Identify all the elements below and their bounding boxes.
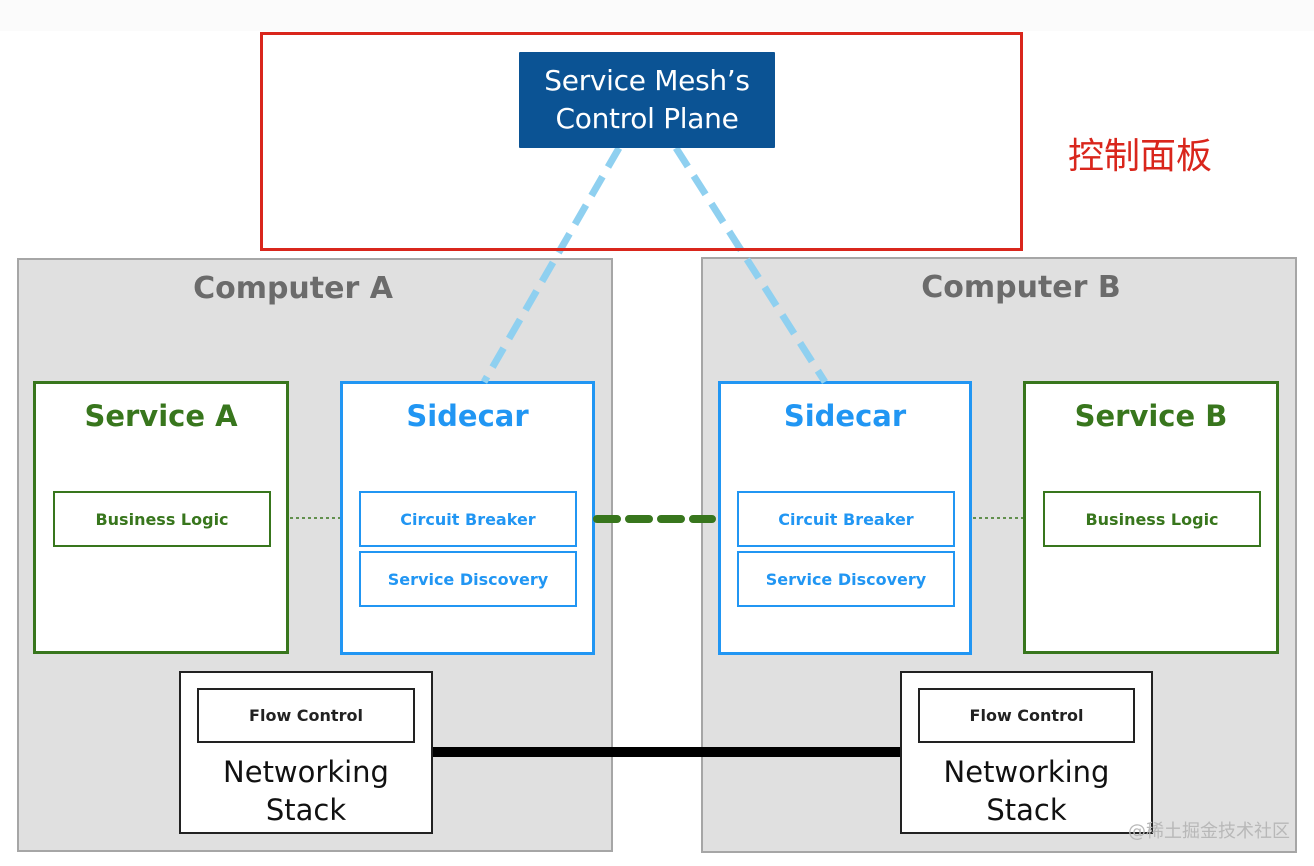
flow-control-b: Flow Control (918, 688, 1135, 743)
networking-stack-a-line1: Networking (223, 755, 389, 789)
circuit-breaker-b: Circuit Breaker (737, 491, 955, 547)
flow-control-a: Flow Control (197, 688, 415, 743)
service-discovery-a: Service Discovery (359, 551, 577, 607)
networking-stack-b-line2: Stack (986, 793, 1067, 827)
watermark: @稀土掘金技术社区 (1128, 821, 1290, 842)
service-discovery-b: Service Discovery (737, 551, 955, 607)
top-band (0, 0, 1314, 31)
networking-stack-a-line2: Stack (265, 793, 347, 827)
control-plane-box: Service Mesh’s Control Plane (519, 52, 775, 148)
service-b-title: Service B (1074, 399, 1228, 433)
networking-stack-b-title: Networking Stack (902, 753, 1151, 829)
service-a-title: Service A (84, 399, 238, 433)
business-logic-b: Business Logic (1043, 491, 1261, 547)
business-logic-a: Business Logic (53, 491, 271, 547)
networking-stack-a-title: Networking Stack (181, 753, 431, 829)
control-plane-region-label: 控制面板 (1067, 136, 1212, 177)
sidecar-a-title: Sidecar (406, 399, 529, 433)
control-plane-title-line1: Service Mesh’s (544, 64, 750, 97)
computer-b-title: Computer B (921, 270, 1121, 305)
sidecar-b-title: Sidecar (783, 399, 907, 433)
networking-stack-b-line1: Networking (943, 755, 1110, 789)
circuit-breaker-a: Circuit Breaker (359, 491, 577, 547)
computer-a-title: Computer A (193, 271, 393, 306)
control-plane-title-line2: Control Plane (555, 102, 739, 135)
control-plane-region (260, 32, 1023, 251)
